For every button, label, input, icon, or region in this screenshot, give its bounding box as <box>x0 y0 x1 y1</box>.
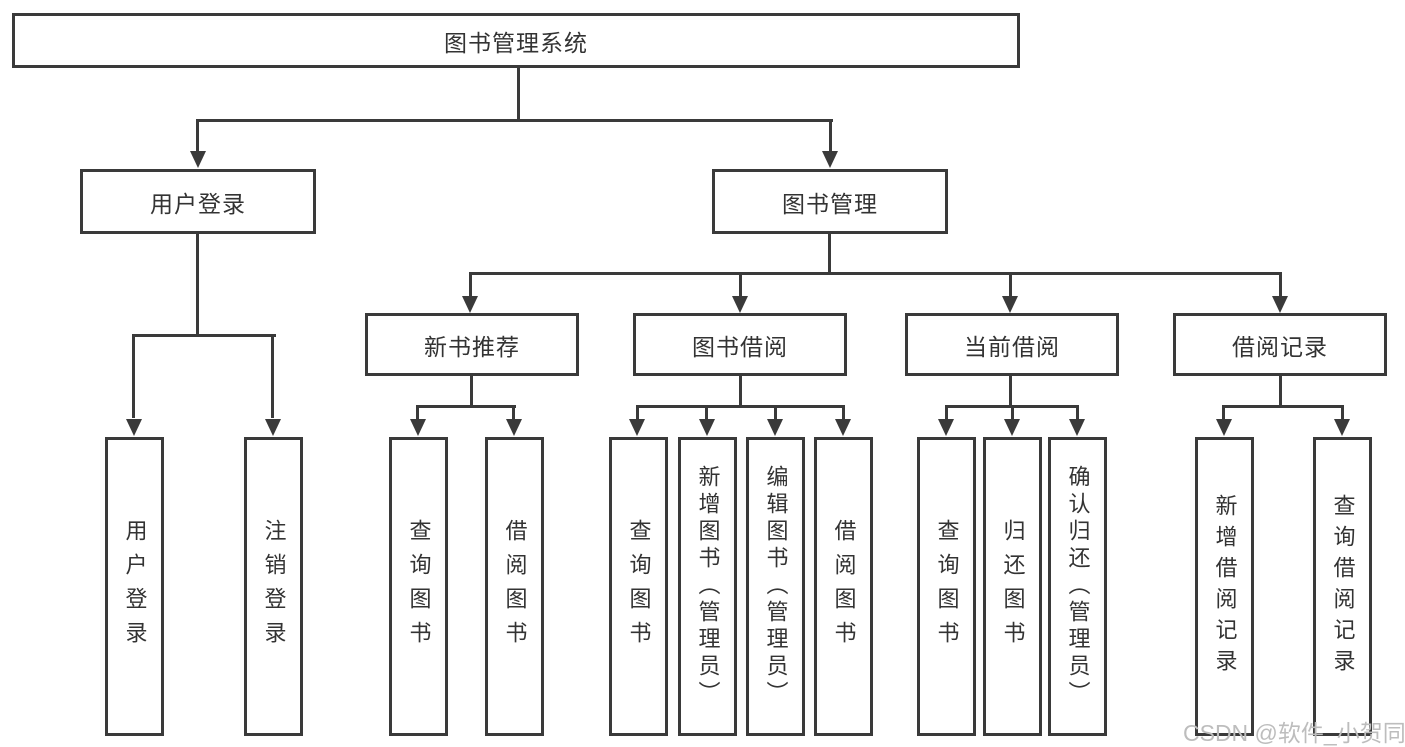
connector-line <box>945 405 948 421</box>
node-label: 注销登录 <box>261 518 287 655</box>
node-confirm-return-admin: 确认归还（管理员） <box>1048 437 1107 736</box>
node-label: 用户登录 <box>122 518 148 655</box>
node-borrow-books-2: 借阅图书 <box>814 437 873 736</box>
node-return-book: 归还图书 <box>983 437 1042 736</box>
node-borrow-records: 借阅记录 <box>1173 313 1387 376</box>
node-query-books-1: 查询图书 <box>389 437 448 736</box>
arrow-down-icon <box>699 419 715 436</box>
node-add-book-admin: 新增图书（管理员） <box>678 437 737 736</box>
arrow-down-icon <box>1216 419 1232 436</box>
node-book-management-label: 图书管理 <box>782 190 878 217</box>
node-book-borrowing: 图书借阅 <box>633 313 847 376</box>
node-current-borrowing-label: 当前借阅 <box>964 333 1060 360</box>
node-root: 图书管理系统 <box>12 13 1020 68</box>
arrow-down-icon <box>1334 419 1350 436</box>
connector-line <box>774 405 777 421</box>
node-label: 编辑图书（管理员） <box>763 465 789 708</box>
node-root-label: 图书管理系统 <box>444 29 588 56</box>
connector-line <box>1009 376 1012 408</box>
arrow-down-icon <box>265 419 281 436</box>
node-label: 借阅图书 <box>831 518 857 655</box>
node-label: 归还图书 <box>1000 518 1026 655</box>
arrow-down-icon <box>767 419 783 436</box>
connector-line <box>470 376 473 408</box>
node-user-login: 用户登录 <box>80 169 316 234</box>
arrow-down-icon <box>506 419 522 436</box>
arrow-down-icon <box>190 151 206 168</box>
connector-line <box>469 272 472 298</box>
arrow-down-icon <box>835 419 851 436</box>
arrow-down-icon <box>822 151 838 168</box>
arrow-down-icon <box>1272 296 1288 313</box>
connector-line <box>829 119 832 155</box>
node-label: 确认归还（管理员） <box>1065 465 1091 708</box>
connector-line <box>1341 405 1344 421</box>
arrow-down-icon <box>1004 419 1020 436</box>
node-user-login-leaf: 用户登录 <box>105 437 164 736</box>
connector-line <box>469 272 1282 275</box>
connector-line <box>417 405 516 408</box>
connector-line <box>196 234 199 337</box>
connector-line <box>132 334 135 418</box>
node-new-book-recommend-label: 新书推荐 <box>424 333 520 360</box>
node-label: 查询图书 <box>934 518 960 655</box>
connector-line <box>739 272 742 298</box>
connector-line <box>271 334 274 418</box>
connector-line <box>517 68 520 122</box>
node-new-book-recommend: 新书推荐 <box>365 313 579 376</box>
node-label: 新增借阅记录 <box>1212 493 1238 680</box>
connector-line <box>512 405 515 421</box>
node-user-login-label: 用户登录 <box>150 190 246 217</box>
connector-line <box>416 405 419 421</box>
node-book-borrowing-label: 图书借阅 <box>692 333 788 360</box>
node-label: 查询图书 <box>406 518 432 655</box>
node-query-books-2: 查询图书 <box>609 437 668 736</box>
connector-line <box>196 119 199 155</box>
node-book-management: 图书管理 <box>712 169 948 234</box>
connector-line <box>705 405 708 421</box>
node-label: 查询图书 <box>626 518 652 655</box>
csdn-watermark: CSDN @软件_小贺同学 <box>1183 720 1405 746</box>
node-query-books-3: 查询图书 <box>917 437 976 736</box>
node-add-borrow-record: 新增借阅记录 <box>1195 437 1254 736</box>
connector-line <box>739 376 742 408</box>
arrow-down-icon <box>1069 419 1085 436</box>
connector-line <box>636 405 639 421</box>
arrow-down-icon <box>410 419 426 436</box>
connector-line <box>842 405 845 421</box>
node-query-borrow-record: 查询借阅记录 <box>1313 437 1372 736</box>
node-current-borrowing: 当前借阅 <box>905 313 1119 376</box>
connector-line <box>1279 272 1282 298</box>
node-edit-book-admin: 编辑图书（管理员） <box>746 437 805 736</box>
connector-line <box>1076 405 1079 421</box>
node-label: 借阅图书 <box>502 518 528 655</box>
connector-line <box>1222 405 1225 421</box>
node-borrow-records-label: 借阅记录 <box>1232 333 1328 360</box>
connector-line <box>197 119 833 122</box>
arrow-down-icon <box>938 419 954 436</box>
connector-line <box>133 334 276 337</box>
connector-line <box>1279 376 1282 408</box>
connector-line <box>1011 405 1014 421</box>
node-label: 查询借阅记录 <box>1330 493 1356 680</box>
arrow-down-icon <box>1002 296 1018 313</box>
arrow-down-icon <box>126 419 142 436</box>
node-borrow-books-1: 借阅图书 <box>485 437 544 736</box>
node-label: 新增图书（管理员） <box>695 465 721 708</box>
node-logout: 注销登录 <box>244 437 303 736</box>
arrow-down-icon <box>629 419 645 436</box>
connector-line <box>1223 405 1344 408</box>
connector-line <box>828 234 831 275</box>
connector-line <box>1009 272 1012 298</box>
connector-line <box>636 405 845 408</box>
arrow-down-icon <box>462 296 478 313</box>
arrow-down-icon <box>732 296 748 313</box>
